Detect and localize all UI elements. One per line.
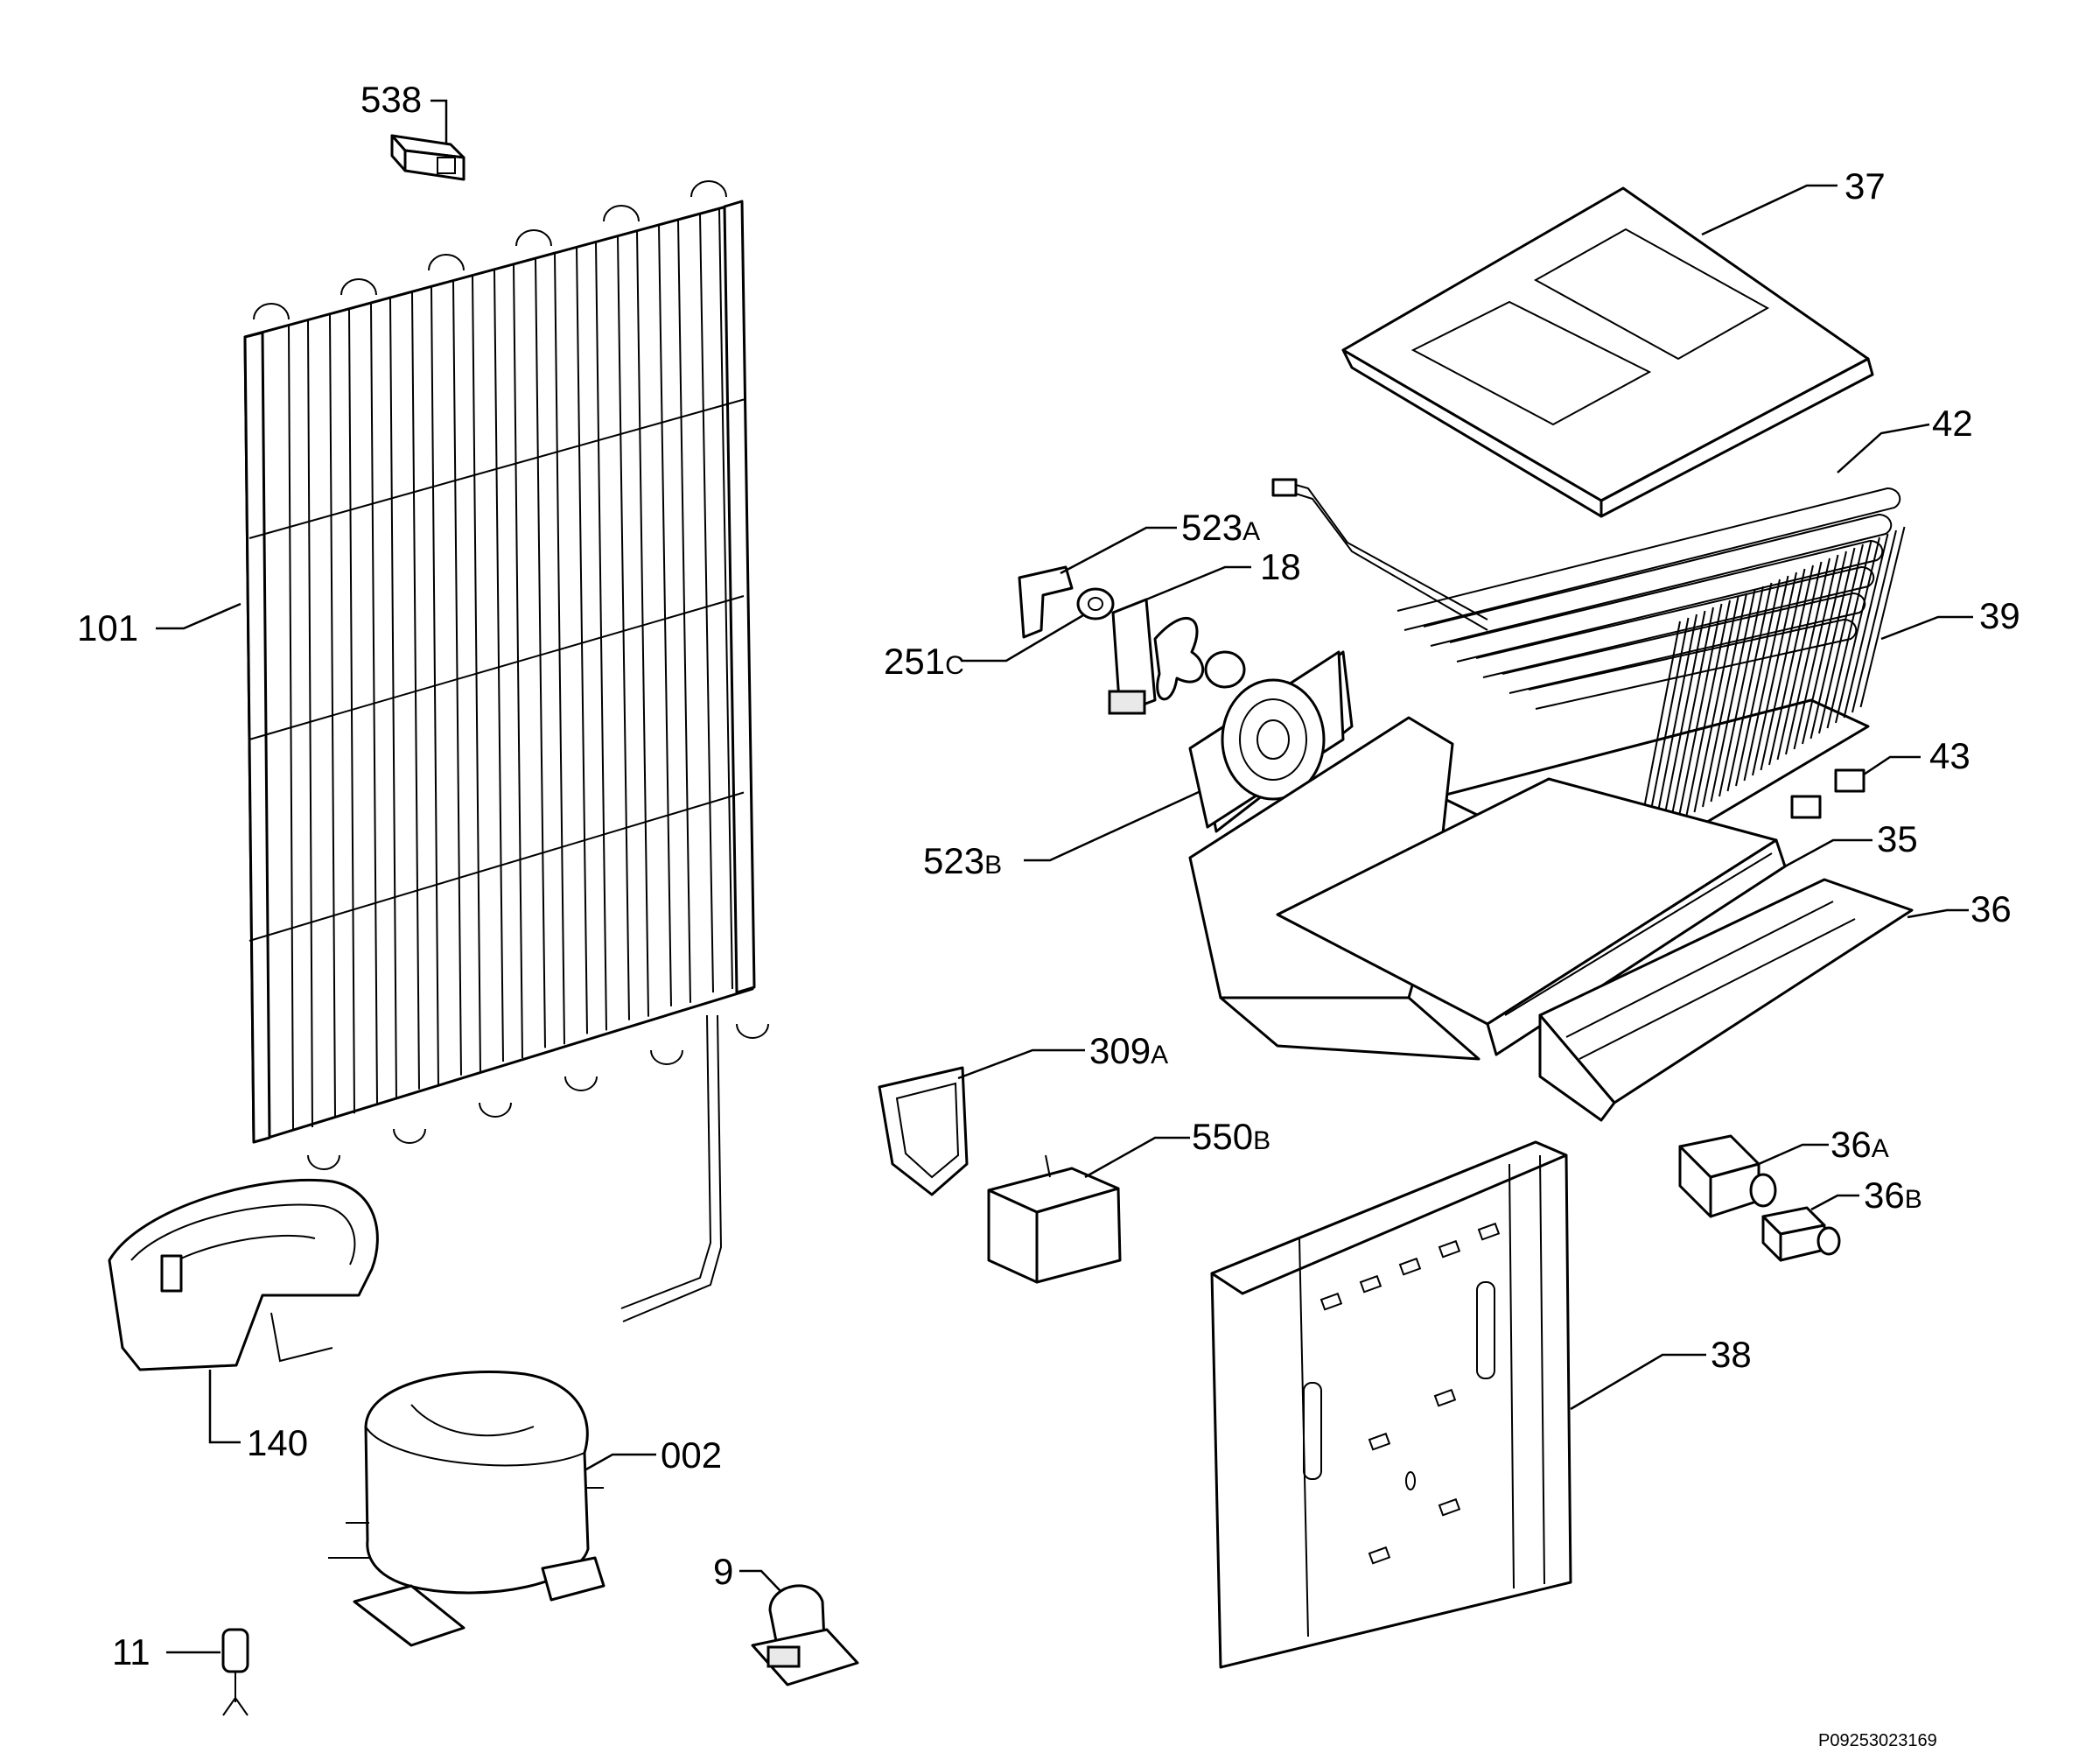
part-42-evaporator [1271,478,1901,710]
label-002: 002 [661,1434,722,1476]
label-36: 36 [1970,888,2012,929]
part-36b-switch [1761,1206,1841,1262]
leader-39 [1880,615,1973,641]
label-37: 37 [1844,165,1886,207]
leader-43 [1863,755,1921,776]
leader-251c [961,614,1084,663]
part-11-sensor [221,1628,249,1716]
part-523a-bracket [1018,565,1074,639]
leader-550b [1084,1136,1190,1179]
label-36b: 36B [1864,1175,1922,1216]
leader-140 [208,1370,241,1444]
part-36a-switch [1678,1134,1777,1218]
label-18: 18 [1260,546,1301,587]
leader-538 [430,99,448,144]
leader-38 [1570,1353,1706,1411]
leader-42 [1837,423,1930,473]
leader-36a [1758,1143,1829,1166]
leader-9 [739,1569,781,1592]
label-36a: 36A [1830,1124,1889,1165]
label-523a: 523A [1181,507,1260,548]
part-550b-box [987,1154,1122,1284]
leader-101 [156,602,242,630]
label-42: 42 [1932,403,1973,444]
part-101-condenser [243,180,769,1322]
reference-code: P09253023169 [1818,1731,1937,1750]
leader-002 [584,1453,656,1472]
label-38: 38 [1711,1334,1752,1375]
part-538-connector [390,134,466,181]
part-43-clips [1790,768,1866,819]
label-309a: 309A [1089,1030,1168,1071]
leader-18 [1145,565,1251,601]
part-37-top-cover [1341,186,1874,518]
part-140-drip-tray [108,1178,379,1371]
leader-309a [957,1048,1085,1080]
leader-523a [1060,526,1177,575]
label-251c: 251C [884,641,964,682]
part-309a-bracket [878,1066,969,1196]
label-43: 43 [1929,735,1970,776]
leader-36b [1810,1194,1859,1211]
part-523b-fan-housing [1188,650,1354,833]
part-002-compressor [328,1371,606,1647]
part-18-fan-motor [1108,598,1246,715]
part-35-housing [1188,716,1787,1061]
leader-36 [1907,908,1969,919]
label-35: 35 [1877,818,1918,859]
label-39: 39 [1979,595,2020,636]
label-550b: 550B [1192,1116,1270,1157]
part-36-front-strip [1538,878,1914,1122]
part-251c-grommet [1076,587,1115,621]
leader-35 [1784,838,1872,868]
part-9-relay [751,1584,859,1686]
leader-37 [1701,184,1838,236]
label-140: 140 [247,1422,308,1463]
label-523b: 523B [923,840,1002,881]
label-11: 11 [112,1631,150,1672]
part-38-door-panel [1210,1140,1572,1669]
label-538: 538 [360,79,422,120]
label-9: 9 [713,1551,733,1592]
label-101: 101 [77,607,138,649]
leader-523b [1024,790,1200,862]
